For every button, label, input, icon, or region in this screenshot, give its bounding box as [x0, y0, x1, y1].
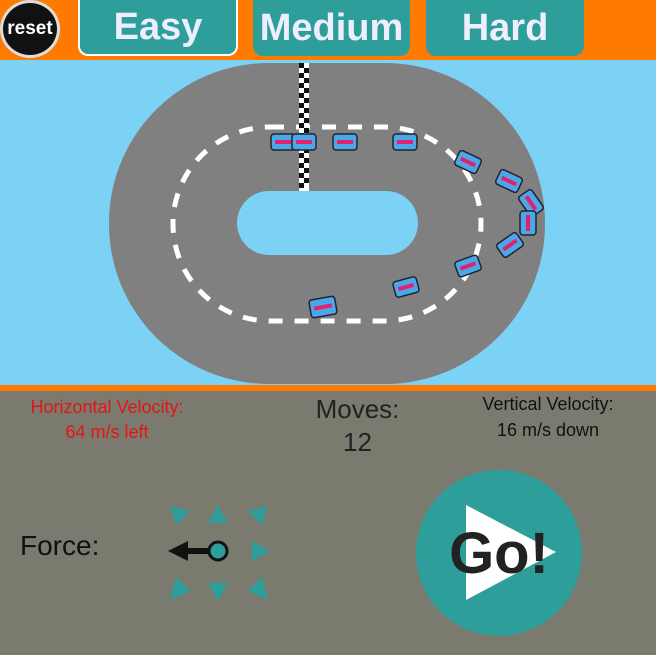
finish-line: [299, 63, 309, 191]
track-infield: [237, 191, 418, 255]
horizontal-velocity-value: 64 m/s left: [65, 422, 149, 442]
arrow-right-icon[interactable]: [252, 541, 270, 561]
divider-bar: [0, 385, 656, 391]
easy-button[interactable]: Easy: [78, 0, 238, 56]
moves-counter: Moves: 12: [300, 393, 415, 459]
force-selector: [168, 505, 270, 601]
vertical-velocity-label: Vertical Velocity:: [482, 394, 614, 414]
race-track-svg: [109, 63, 545, 384]
arrow-down-icon[interactable]: [208, 583, 228, 601]
car-trail: [270, 133, 545, 298]
horizontal-velocity: Horizontal Velocity: 64 m/s left: [10, 395, 204, 445]
moves-value: 12: [343, 427, 372, 457]
moves-label: Moves:: [315, 394, 400, 424]
arrow-down-left-icon[interactable]: [170, 577, 190, 600]
force-label: Force:: [20, 530, 100, 561]
vertical-velocity-value: 16 m/s down: [496, 420, 600, 440]
medium-button[interactable]: Medium: [253, 0, 410, 56]
force-center-knob[interactable]: [207, 540, 229, 562]
top-toolbar: reset Easy Medium Hard: [0, 0, 656, 60]
go-button[interactable]: Go!: [416, 470, 582, 636]
hard-button[interactable]: Hard: [426, 0, 584, 56]
play-icon: [466, 505, 556, 600]
horizontal-velocity-label: Horizontal Velocity:: [30, 397, 184, 417]
player-car: [308, 295, 338, 319]
arrow-up-icon[interactable]: [208, 505, 228, 523]
go-label: Go!: [449, 520, 549, 586]
lane-dashes: [170, 124, 484, 324]
reset-button[interactable]: reset: [0, 0, 60, 58]
vertical-velocity: Vertical Velocity: 16 m/s down: [462, 391, 634, 443]
arrow-up-right-icon[interactable]: [248, 506, 268, 525]
arrow-up-left-icon[interactable]: [170, 506, 190, 525]
race-area: [0, 60, 656, 385]
arrow-down-right-icon[interactable]: [248, 577, 268, 600]
